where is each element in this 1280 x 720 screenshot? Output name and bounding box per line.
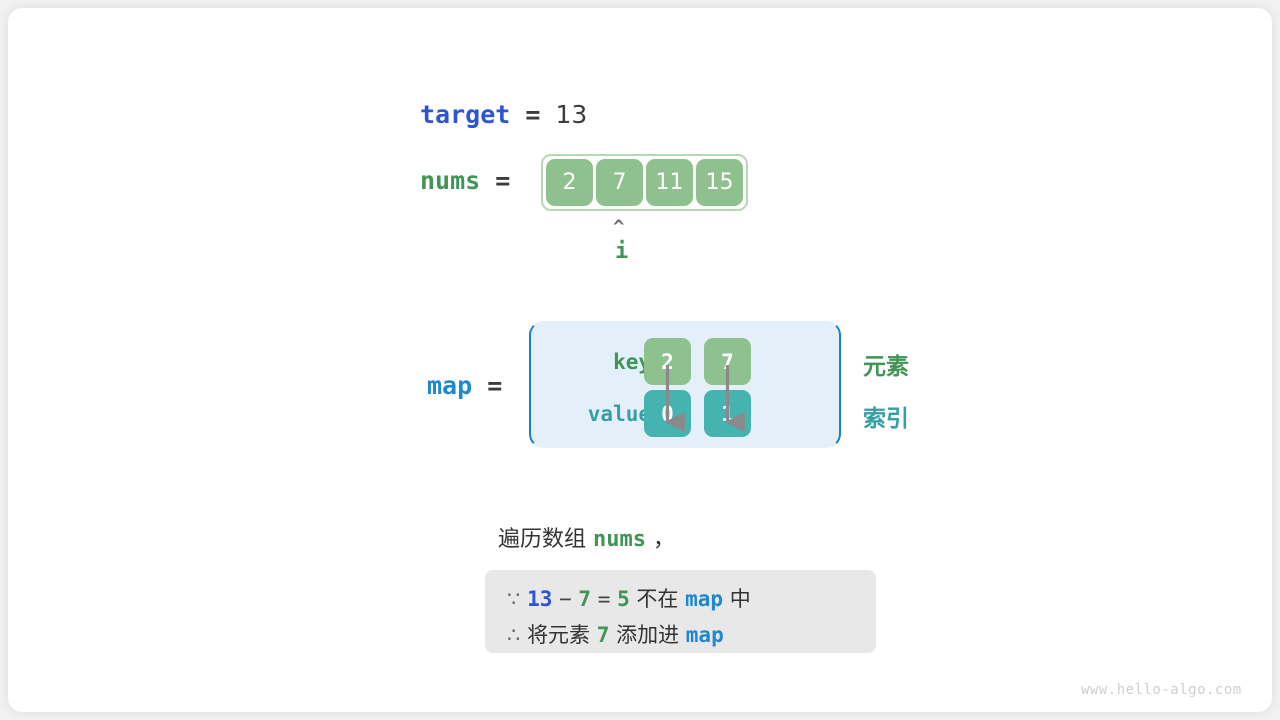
target-variable-name: target xyxy=(420,100,511,129)
nums-cell-2: 11 xyxy=(646,159,693,206)
note-minus-sign: − xyxy=(559,587,572,611)
nums-cell-3: 15 xyxy=(696,159,743,206)
because-symbol: ∵ xyxy=(507,587,521,611)
caption-code: nums xyxy=(593,527,646,552)
target-equals-sign: = xyxy=(525,100,541,129)
nums-array-container: 2 7 11 15 xyxy=(541,154,748,211)
note-map-reference: map xyxy=(685,587,724,611)
note-equals-sign: = xyxy=(597,587,611,611)
nums-variable-name: nums xyxy=(420,166,481,195)
note-mid-text: 不在 xyxy=(636,587,679,611)
caption-text: 遍历数组 nums ， xyxy=(498,521,675,553)
note2-pre-text: 将元素 xyxy=(527,623,591,647)
note-line-2: ∴ 将元素 7 添加进 map xyxy=(507,617,876,653)
site-watermark: www.hello-algo.com xyxy=(1081,682,1242,698)
map-equals-sign: = xyxy=(487,371,503,400)
note-complement-value: 5 xyxy=(617,587,630,611)
index-pointer-label: i xyxy=(615,239,629,264)
target-value: 13 xyxy=(555,100,588,129)
map-box: key value 2 7 0 1 xyxy=(529,321,841,448)
index-caret-icon: ^ xyxy=(613,216,625,238)
map-legend-index: 索引 xyxy=(863,406,909,432)
therefore-symbol: ∴ xyxy=(507,623,521,647)
nums-assignment-label: nums = xyxy=(420,166,510,195)
map-value-row-label: value xyxy=(587,402,651,426)
note2-element-value: 7 xyxy=(596,623,610,647)
map-assignment-label: map = xyxy=(427,371,502,400)
caption-prefix: 遍历数组 xyxy=(498,527,587,552)
note-box: ∵ 13 − 7 = 5 不在 map 中 ∴ 将元素 7 添加进 map xyxy=(485,570,876,653)
nums-cell-1: 7 xyxy=(596,159,643,206)
note-target-value: 13 xyxy=(527,587,553,611)
map-key-to-value-arrows xyxy=(664,365,745,433)
nums-equals-sign: = xyxy=(495,166,511,195)
target-assignment-row: target = 13 xyxy=(420,100,587,129)
note-line-1: ∵ 13 − 7 = 5 不在 map 中 xyxy=(507,581,876,617)
caption-suffix: ， xyxy=(653,527,676,552)
note-current-element: 7 xyxy=(578,587,592,611)
map-legend-element: 元素 xyxy=(863,354,909,380)
note2-mid-text: 添加进 xyxy=(616,623,680,647)
map-variable-name: map xyxy=(427,371,473,400)
diagram-card: target = 13 nums = 2 7 11 15 ^ i map = k… xyxy=(8,8,1272,712)
nums-cell-0: 2 xyxy=(546,159,593,206)
note-tail-text: 中 xyxy=(729,587,751,611)
note2-map-reference: map xyxy=(685,623,724,647)
